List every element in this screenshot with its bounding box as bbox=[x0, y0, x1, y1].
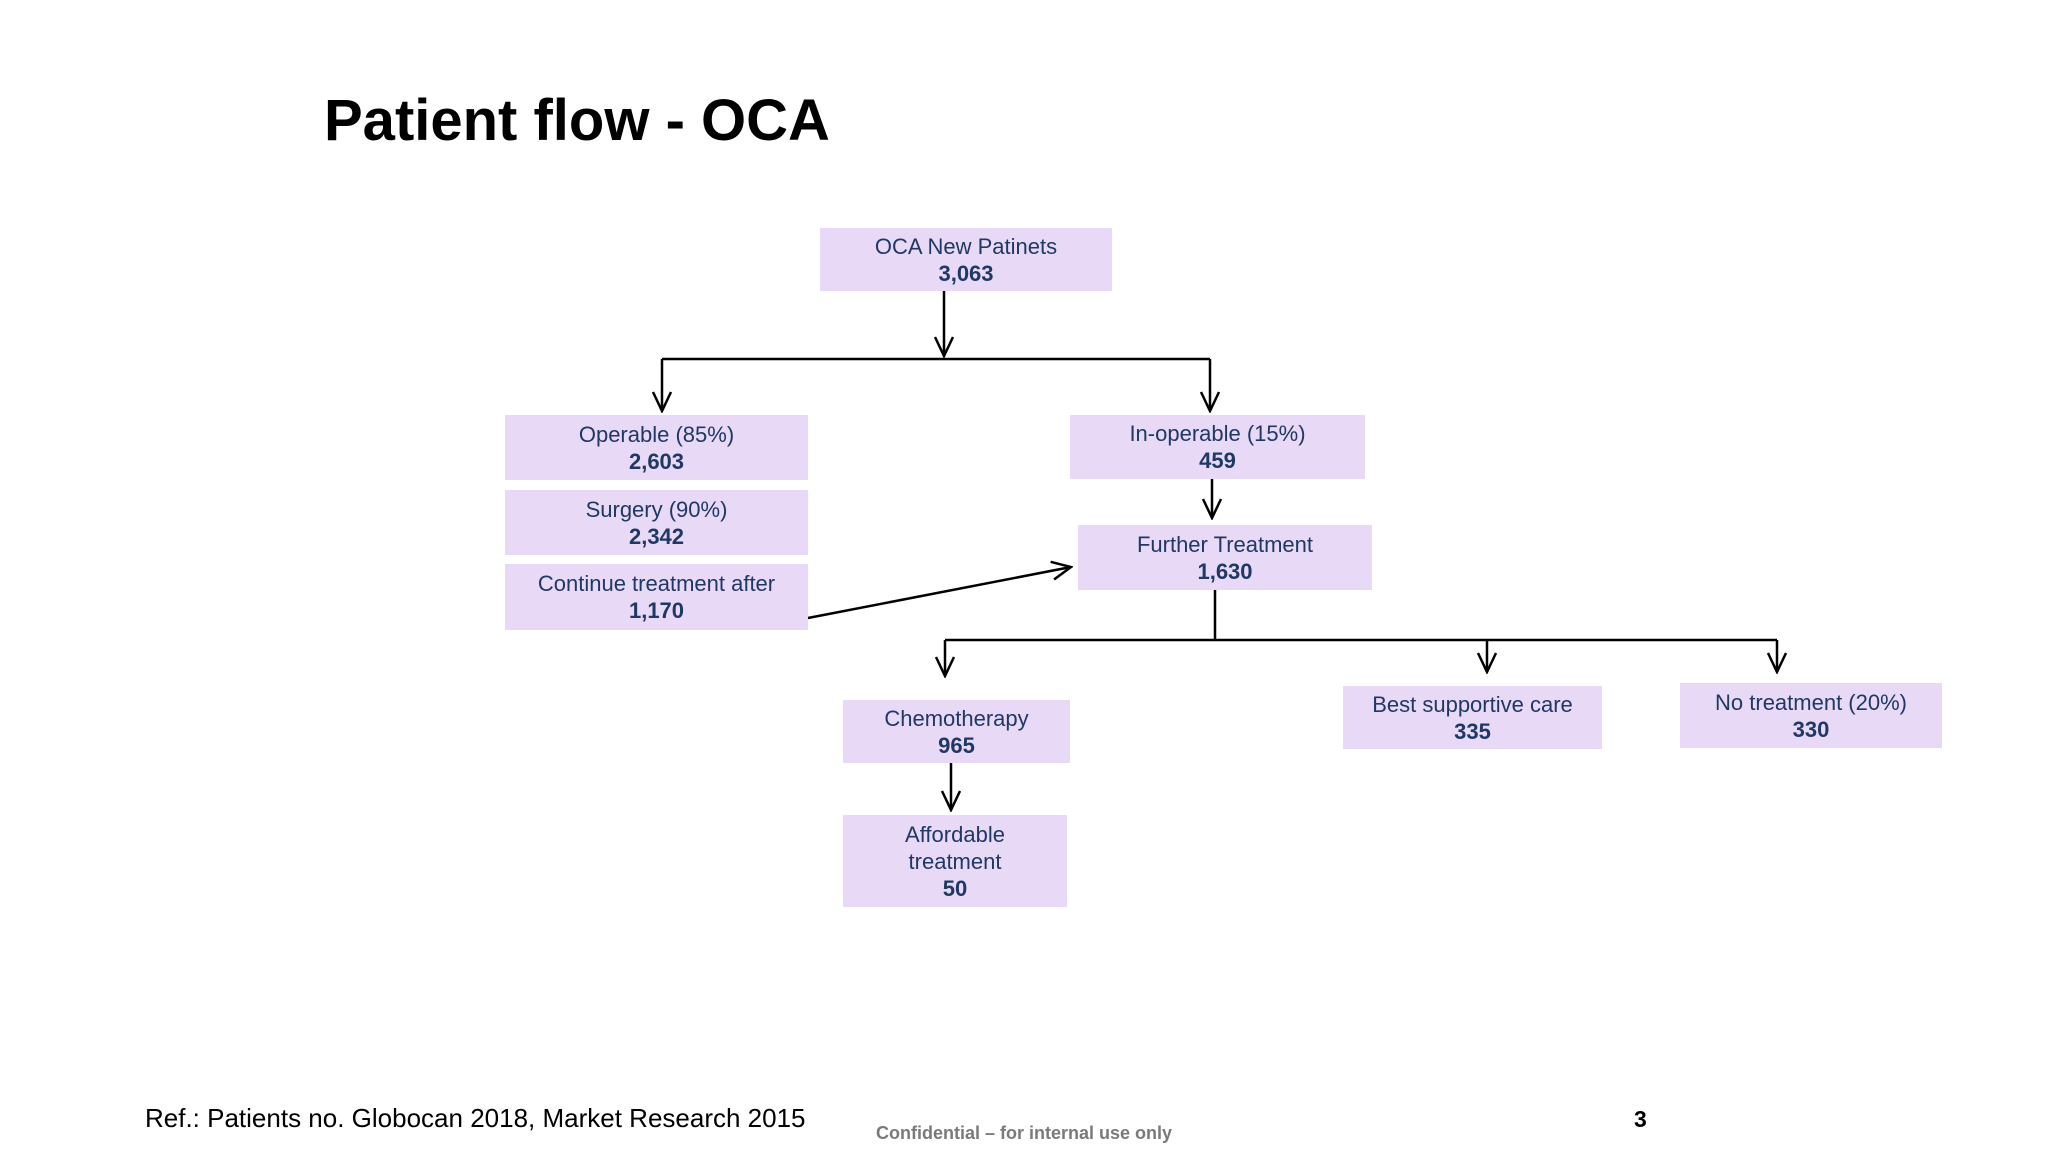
node-label: Affordable treatment bbox=[905, 821, 1005, 874]
node-value: 50 bbox=[942, 875, 968, 901]
node-oca-new-patients: OCA New Patinets 3,063 bbox=[820, 228, 1112, 291]
connector-continue-to-further bbox=[807, 567, 1071, 620]
node-label: Further Treatment bbox=[1136, 531, 1314, 557]
footer-reference: Ref.: Patients no. Globocan 2018, Market… bbox=[145, 1103, 806, 1133]
node-label: Operable (85%) bbox=[578, 421, 735, 447]
node-value: 2,342 bbox=[628, 523, 685, 549]
node-value: 965 bbox=[938, 732, 975, 758]
page-number: 3 bbox=[1634, 1106, 1647, 1132]
node-affordable-treatment: Affordable treatment 50 bbox=[843, 815, 1067, 907]
node-value: 1,170 bbox=[628, 598, 685, 623]
node-operable: Operable (85%) 2,603 bbox=[505, 415, 808, 480]
node-label: In-operable (15%) bbox=[1129, 421, 1306, 446]
node-value: 330 bbox=[1792, 716, 1830, 742]
node-chemotherapy: Chemotherapy 965 bbox=[843, 700, 1070, 763]
node-label: Continue treatment after bbox=[537, 571, 776, 596]
node-label: OCA New Patinets bbox=[874, 233, 1058, 259]
node-value: 2,603 bbox=[628, 448, 685, 474]
node-surgery: Surgery (90%) 2,342 bbox=[505, 490, 808, 555]
footer-confidential: Confidential – for internal use only bbox=[875, 1123, 1173, 1143]
node-no-treatment: No treatment (20%) 330 bbox=[1680, 683, 1942, 748]
node-value: 459 bbox=[1199, 448, 1236, 473]
node-inoperable: In-operable (15%) 459 bbox=[1070, 415, 1365, 479]
node-value: 3,063 bbox=[938, 260, 994, 286]
node-label: No treatment (20%) bbox=[1715, 689, 1907, 715]
node-continue-treatment: Continue treatment after 1,170 bbox=[505, 564, 808, 630]
node-value: 1,630 bbox=[1197, 558, 1253, 584]
node-label: Chemotherapy bbox=[884, 705, 1029, 731]
node-label: Surgery (90%) bbox=[585, 496, 728, 522]
node-label: Best supportive care bbox=[1372, 691, 1573, 717]
node-further-treatment: Further Treatment 1,630 bbox=[1078, 525, 1372, 590]
node-value: 335 bbox=[1454, 718, 1491, 744]
node-best-supportive-care: Best supportive care 335 bbox=[1343, 686, 1602, 749]
page-title: Patient flow - OCA bbox=[324, 88, 830, 153]
